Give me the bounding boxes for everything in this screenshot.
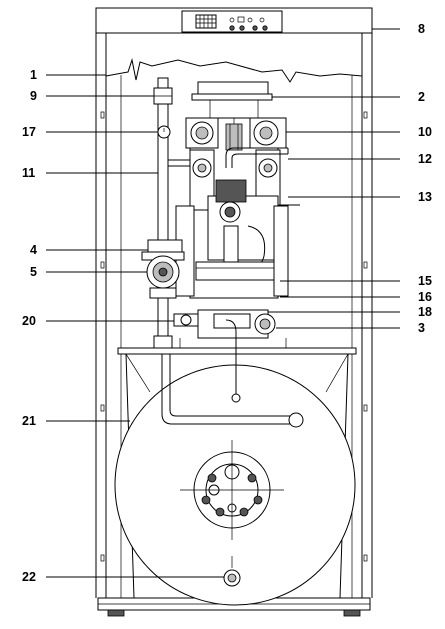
display-grid-icon xyxy=(195,14,217,29)
drain-valve xyxy=(223,556,241,587)
callout-2: 2 xyxy=(418,90,425,104)
callouts-right: 8 2 10 12 13 15 16 18 3 xyxy=(418,22,432,335)
callout-22: 22 xyxy=(22,570,36,584)
callout-17: 17 xyxy=(22,125,36,139)
callout-18: 18 xyxy=(418,305,432,319)
mounting-tray xyxy=(117,338,357,355)
callout-21: 21 xyxy=(22,414,36,428)
callout-16: 16 xyxy=(418,290,432,304)
gas-valve xyxy=(195,179,300,281)
callout-1: 1 xyxy=(30,68,37,82)
callout-15: 15 xyxy=(418,274,432,288)
callout-12: 12 xyxy=(418,152,432,166)
flue-hood xyxy=(191,81,273,118)
burner-plate-right xyxy=(273,205,289,297)
callout-3: 3 xyxy=(418,321,425,335)
callout-13: 13 xyxy=(418,190,432,204)
callout-4: 4 xyxy=(30,243,37,257)
callout-5: 5 xyxy=(30,265,37,279)
fittings-row xyxy=(173,309,276,339)
thermometer-icon xyxy=(157,125,171,139)
callout-8: 8 xyxy=(418,22,425,36)
riser-pipe xyxy=(157,104,169,240)
air-vent xyxy=(153,77,173,105)
leader-lines xyxy=(46,28,400,578)
casing-slots xyxy=(100,111,368,562)
callout-11: 11 xyxy=(22,166,35,180)
control-symbols-icon xyxy=(229,16,268,31)
return-pipe xyxy=(153,298,173,349)
flow-pipe xyxy=(225,147,288,168)
callout-20: 20 xyxy=(22,314,36,328)
callout-9: 9 xyxy=(30,89,37,103)
control-panel xyxy=(181,10,283,33)
tank-feed-pipe xyxy=(161,319,304,428)
tank-flange xyxy=(180,440,284,540)
callouts-left: 1 9 17 11 4 5 20 21 22 xyxy=(22,68,37,584)
circulation-pump xyxy=(141,239,185,299)
callout-10: 10 xyxy=(418,125,432,139)
